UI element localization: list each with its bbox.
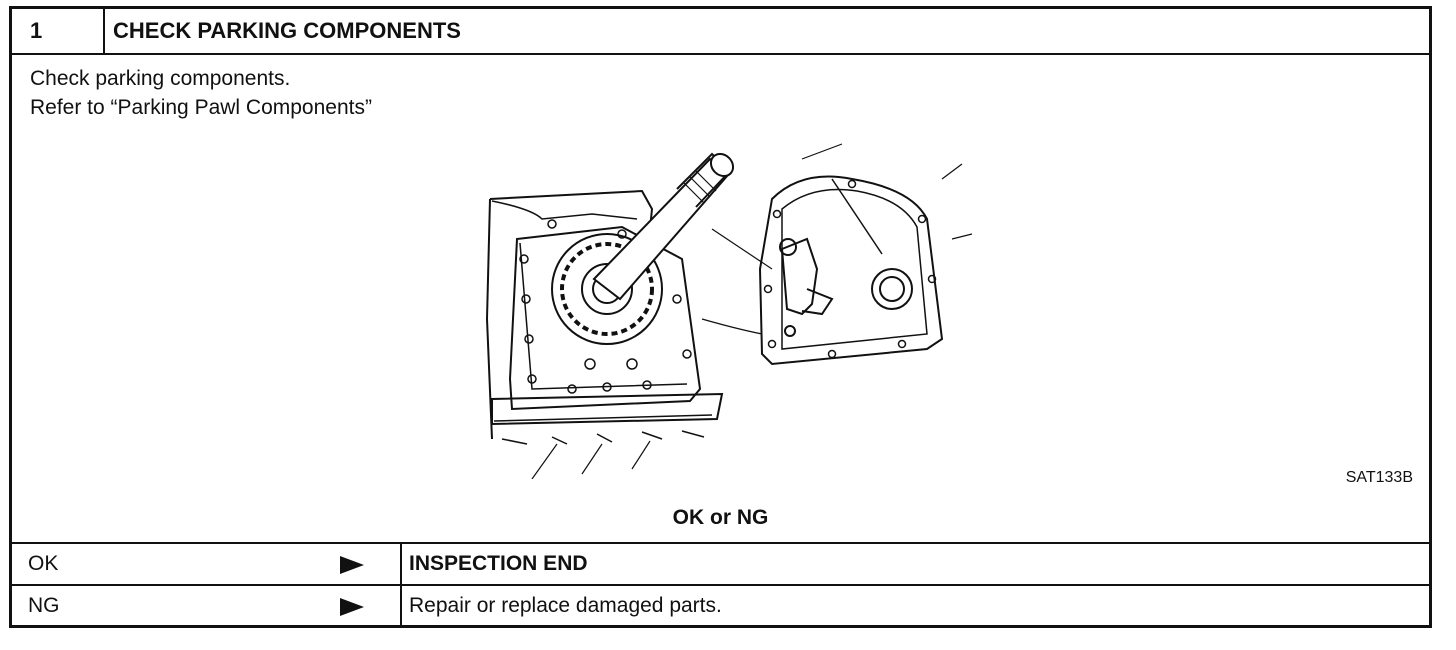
column-divider bbox=[400, 586, 402, 628]
step-title: CHECK PARKING COMPONENTS bbox=[113, 18, 461, 43]
result-action: Repair or replace damaged parts. bbox=[409, 594, 722, 617]
inspection-table: 1 CHECK PARKING COMPONENTS Check parking… bbox=[9, 6, 1432, 628]
result-row-ok: OK INSPECTION END bbox=[12, 542, 1429, 584]
result-row-ng: NG Repair or replace damaged parts. bbox=[12, 584, 1429, 628]
figure-code: SAT133B bbox=[1345, 469, 1413, 486]
instruction-line-1: Check parking components. bbox=[30, 67, 291, 90]
right-triangle-arrow-icon bbox=[340, 598, 364, 616]
right-triangle-arrow-icon bbox=[340, 556, 364, 574]
instruction-line-2: Refer to “Parking Pawl Components” bbox=[30, 96, 372, 119]
step-header: 1 CHECK PARKING COMPONENTS bbox=[12, 9, 1429, 55]
step-number: 1 bbox=[12, 9, 105, 53]
result-question: OK or NG bbox=[672, 506, 769, 529]
column-divider bbox=[400, 544, 402, 584]
parking-components-illustration bbox=[485, 143, 973, 479]
instructions: Check parking components. Refer to “Park… bbox=[30, 64, 372, 122]
result-label: NG bbox=[28, 594, 60, 617]
result-label: OK bbox=[28, 552, 59, 575]
result-action: INSPECTION END bbox=[409, 552, 588, 575]
